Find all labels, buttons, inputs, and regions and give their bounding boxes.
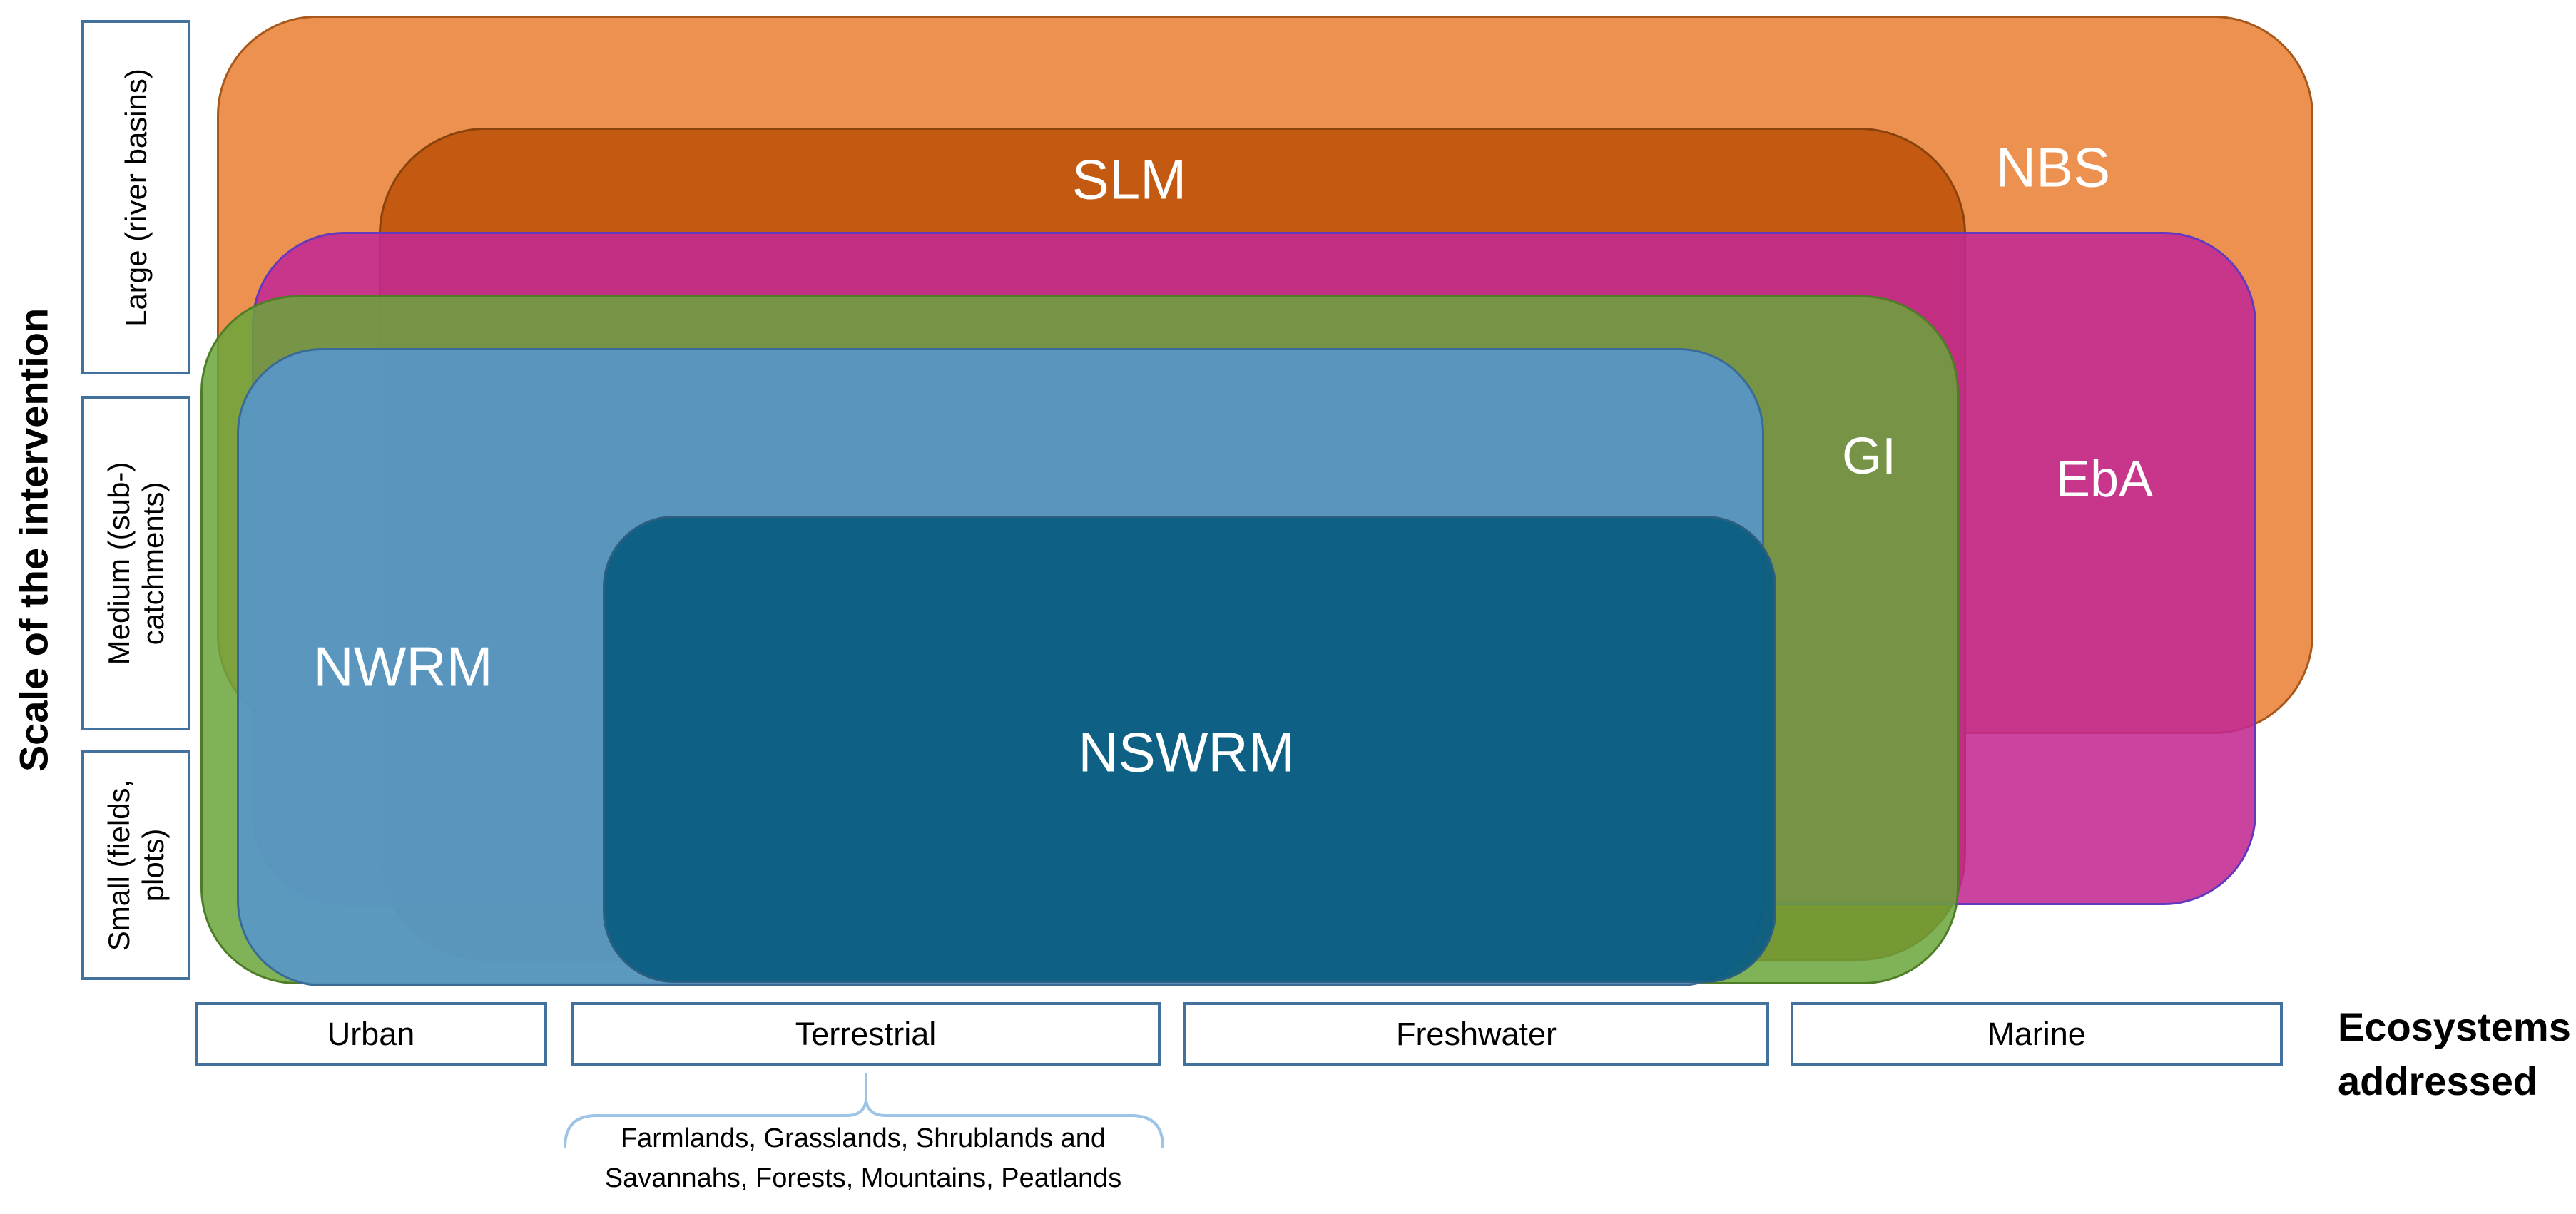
region-label-nbs: NBS	[1995, 136, 2111, 199]
region-label-gi: GI	[1841, 428, 1897, 485]
x-axis-box-marine-label: Marine	[1987, 1016, 2086, 1052]
x-axis-box-marine: Marine	[1791, 1002, 2283, 1066]
y-axis-box-medium: Medium ((sub-) catchments)	[81, 396, 190, 730]
region-label-slm: SLM	[1071, 148, 1187, 211]
x-axis-box-freshwater-label: Freshwater	[1395, 1016, 1557, 1052]
region-nswrm	[603, 516, 1776, 983]
y-axis-box-large: Large (river basins)	[81, 20, 190, 374]
x-axis-box-urban: Urban	[195, 1002, 547, 1066]
region-label-eba: EbA	[2055, 451, 2154, 508]
y-axis-box-medium-label: Medium ((sub-) catchments)	[101, 461, 170, 665]
y-axis-box-small: Small (fields, plots)	[81, 750, 190, 980]
x-axis-box-terrestrial-label: Terrestrial	[795, 1016, 937, 1052]
x-axis-box-terrestrial: Terrestrial	[571, 1002, 1161, 1066]
region-label-nswrm: NSWRM	[1078, 720, 1295, 784]
x-axis-box-freshwater: Freshwater	[1183, 1002, 1769, 1066]
y-axis-title: Scale of the intervention	[11, 307, 56, 772]
y-axis-box-large-label: Large (river basins)	[118, 68, 153, 327]
y-axis-box-small-label: Small (fields, plots)	[101, 779, 170, 952]
region-label-nwrm: NWRM	[313, 635, 493, 698]
x-axis-box-urban-label: Urban	[327, 1016, 415, 1052]
terrestrial-annotation: Farmlands, Grasslands, Shrublands and Sa…	[604, 1123, 1122, 1193]
x-axis-title: Ecosystems addressed	[2338, 1004, 2571, 1103]
